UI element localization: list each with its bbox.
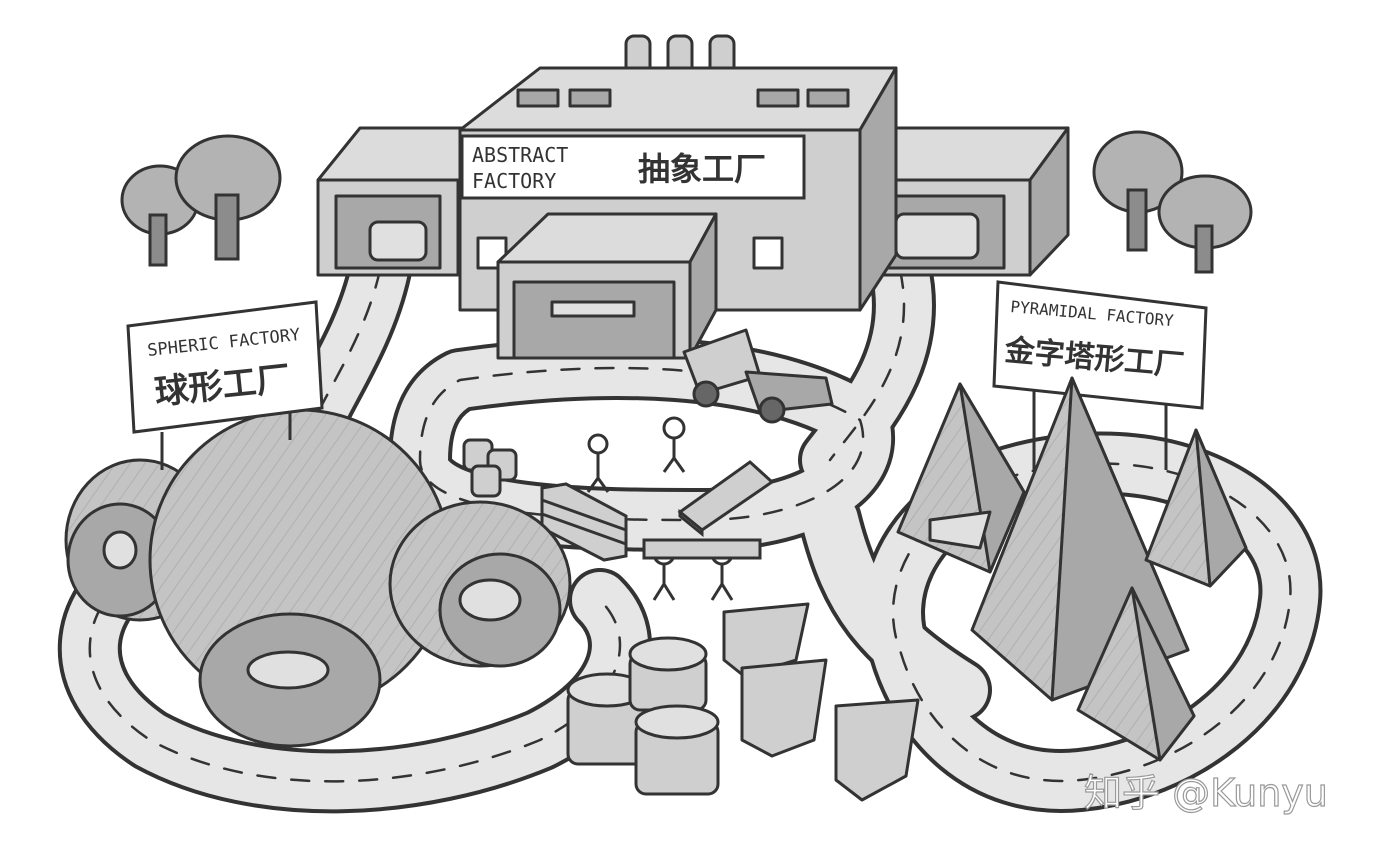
abstract-sign-cn: 抽象工厂	[638, 150, 766, 188]
delivery-truck-icon	[682, 328, 834, 424]
pyramidal-factory-cones	[896, 376, 1248, 762]
abstract-sign-en-line2: FACTORY	[472, 169, 556, 193]
cylinder-materials	[462, 438, 518, 498]
pyramidal-factory-sign: PYRAMIDAL FACTORY 金字塔形工厂	[992, 280, 1208, 470]
tree-icon	[174, 134, 282, 261]
spheric-factory-sign: SPHERIC FACTORY 球形工厂	[126, 300, 324, 470]
spheric-factory-domes	[64, 408, 572, 748]
worker-icon	[662, 416, 686, 473]
round-table-stack	[566, 636, 720, 796]
triangle-table-stack	[722, 602, 920, 802]
worker-icon	[586, 433, 610, 493]
watermark-text: 知乎 @Kunyu	[1084, 771, 1328, 815]
carried-beam	[642, 538, 762, 560]
cube-blocks	[677, 460, 775, 538]
tree-icon	[1092, 130, 1184, 252]
abstract-factory-sign: ABSTRACT FACTORY 抽象工厂	[460, 134, 806, 200]
abstract-factory-building	[316, 34, 1070, 360]
abstract-sign-en-line1: ABSTRACT	[472, 143, 568, 167]
tree-icon	[1157, 174, 1253, 274]
